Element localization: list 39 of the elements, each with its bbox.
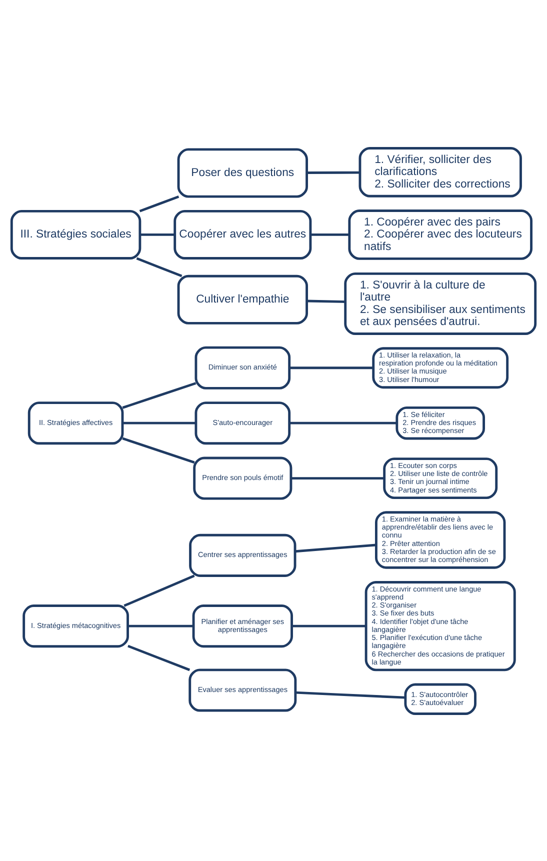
connector xyxy=(128,624,194,627)
node-box: S'auto-encourager xyxy=(194,401,291,444)
node-box: Coopérer avec les autres xyxy=(174,209,312,259)
node-box: I. Stratégies métacognitives xyxy=(22,604,129,648)
connector xyxy=(306,299,346,302)
node-box: II. Stratégies affectives xyxy=(28,401,124,444)
connector xyxy=(124,574,195,606)
node-box: 1. S'autocontrôler 2. S'autoévaluer xyxy=(404,682,476,714)
connector xyxy=(310,233,350,236)
connector xyxy=(140,233,175,236)
connector xyxy=(306,170,360,174)
connector xyxy=(139,194,180,212)
node-box: 1. Examiner la matière à apprendre/établir des liens avec le connu 2. Prêter attention 3. Retarder la production afin de se concentrer sur la compréhension xyxy=(375,510,506,568)
connector xyxy=(291,476,384,480)
node-box: 1. Vérifier, solliciter des clarifications 2. Solliciter des corrections xyxy=(358,146,522,197)
connector xyxy=(136,256,182,277)
node-box: 1. Utiliser la relaxation, la respiration profonde ou la méditation 2. Utiliser la musique 3. Utiliser l'humour xyxy=(372,346,509,388)
node-box: Cultiver l'empathie xyxy=(177,274,308,324)
node-box: 1. Ecouter son corps 2. Utiliser une liste de contrôle 3. Tenir un journal intime 4. Partager ses sentiments xyxy=(383,457,498,498)
node-box: Prendre son pouls émotif xyxy=(193,456,292,500)
node-box: 1. Coopérer avec des pairs 2. Coopérer avec des locuteurs natifs xyxy=(348,209,532,260)
node-box: Centrer ses apprentissages xyxy=(189,533,296,576)
node-box: Diminuer son anxiété xyxy=(194,346,291,389)
connector xyxy=(289,366,374,369)
connector xyxy=(122,436,195,464)
node-box: III. Stratégies sociales xyxy=(10,209,142,259)
node-box: Poser des questions xyxy=(177,148,308,198)
connector xyxy=(122,421,196,424)
connector xyxy=(292,624,366,627)
node-box: Evaluer ses apprentissages xyxy=(188,668,297,712)
connector xyxy=(295,690,406,698)
connector xyxy=(128,644,190,671)
connector xyxy=(122,382,196,408)
node-box: Planifier et aménager ses apprentissages xyxy=(192,604,293,648)
node-box: 1. S'ouvrir à la culture de l'autre 2. Se sensibiliser aux sentiments et aux pensées d'autrui. xyxy=(344,272,537,334)
connector xyxy=(295,543,376,552)
node-box: 1. Découvrir comment une langue s'apprend 2. S'organiser 3. Se fixer des buts 4. Identifier l'objet d'une tâche langagière 5. Planifier l'exécution d'une tâche langagière 6 Rechercher des occasions de pratiquer la langue xyxy=(364,580,516,671)
connector xyxy=(289,421,397,424)
node-box: 1. Se féliciter 2. Prendre des risques 3. Se récompenser xyxy=(396,406,485,440)
